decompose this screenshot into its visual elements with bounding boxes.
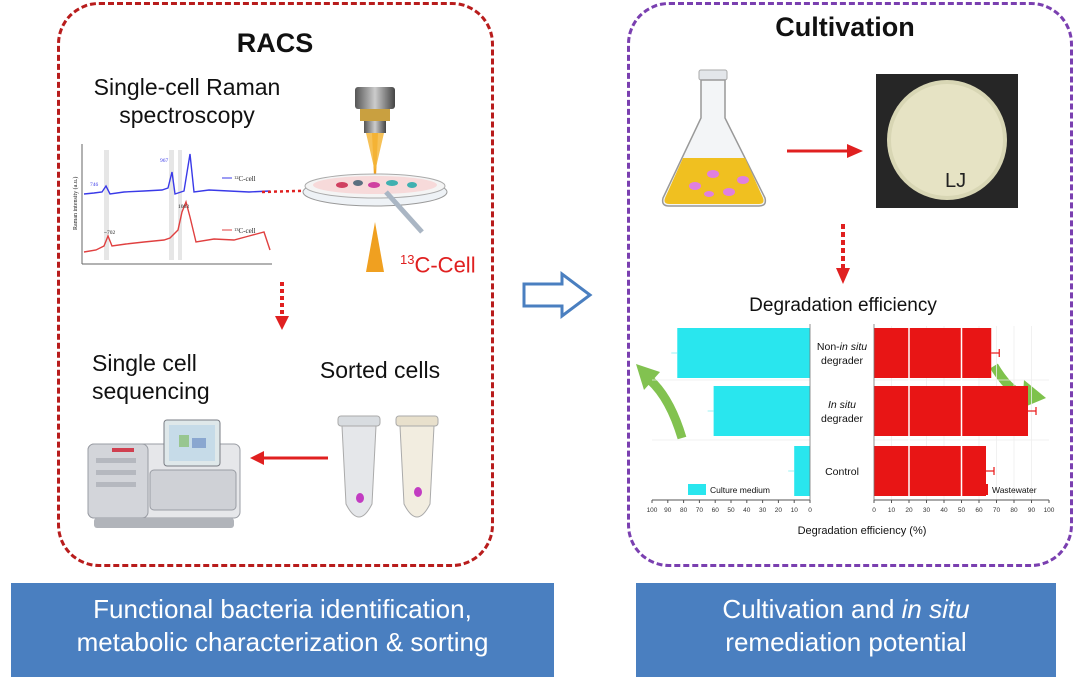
legend-label-culture-medium: Culture medium	[710, 485, 770, 495]
flask-to-plate-arrow	[787, 144, 863, 158]
bar-culture-medium	[713, 386, 810, 436]
tick-label: 50	[727, 507, 735, 514]
left-down-arrow	[275, 282, 289, 330]
sequencing-line1: Single cell	[92, 350, 197, 376]
racs-panel	[57, 2, 494, 567]
legend-label-wastewater: Wastewater	[992, 485, 1037, 495]
tick-label: 70	[993, 507, 1001, 514]
footer-right-line1-b: in situ	[901, 594, 970, 624]
legend-swatch-culture-medium	[688, 484, 706, 495]
tick-label: 100	[647, 507, 658, 514]
tick-label: 30	[923, 507, 931, 514]
spectrum-ylabel: Raman intensity (a.u.)	[72, 177, 79, 230]
sorted-cells-label: Sorted cells	[319, 357, 441, 383]
tick-label: 10	[888, 507, 896, 514]
cultivation-title: Cultivation	[775, 12, 915, 42]
tick-label: 0	[872, 507, 876, 514]
legend-12c-sup: 12	[234, 175, 239, 180]
tick-label: 80	[1010, 507, 1018, 514]
tick-label: 60	[712, 507, 720, 514]
tick-label: 40	[743, 507, 751, 514]
peak-bottom-1: ~702	[104, 230, 115, 236]
tick-label: 90	[1028, 507, 1036, 514]
13c-cell-text: C-Cell	[414, 252, 476, 278]
tick-label: 30	[759, 507, 767, 514]
plate-label: LJ	[945, 170, 967, 192]
bar-wastewater	[874, 328, 992, 378]
raman-label: Single-cell Raman spectroscopy	[62, 74, 312, 129]
tick-label: 70	[696, 507, 704, 514]
racs-title: RACS	[236, 28, 314, 58]
chart-xlabel: Degradation efficiency (%)	[798, 525, 927, 537]
legend-13c-sup: 13	[234, 227, 239, 232]
footer-cultivation: Cultivation and in situ remediation pote…	[636, 583, 1056, 677]
legend-13c-text: C-cell	[239, 227, 256, 235]
tick-label: 90	[664, 507, 672, 514]
right-down-arrow	[836, 224, 850, 284]
legend-12c-text: C-cell	[239, 175, 256, 183]
raman-label-line2: spectroscopy	[119, 101, 255, 128]
cultivation-panel	[627, 2, 1073, 567]
raman-microscope-icon	[302, 87, 448, 272]
flask-icon	[661, 69, 767, 207]
category-label-pre: Control	[825, 466, 859, 478]
green-arrow-left-icon	[636, 364, 687, 440]
bar-wastewater	[874, 446, 986, 496]
sorted-tubes-icon	[337, 415, 439, 518]
category-label-line2: degrader	[821, 413, 864, 425]
tick-label: 20	[775, 507, 783, 514]
tick-label: 80	[680, 507, 688, 514]
process-arrow	[522, 271, 593, 319]
sequencer-icon	[87, 419, 241, 528]
category-label: Control	[825, 466, 859, 478]
raman-spectrum: Raman intensity (a.u.) 746 967 ~702 1003…	[72, 144, 272, 265]
tick-label: 60	[975, 507, 983, 514]
tick-label: 0	[808, 507, 812, 514]
category-label-italic: In situ	[828, 399, 856, 411]
raman-label-line1: Single-cell Raman	[93, 74, 281, 100]
13c-cell-label: 13C-Cell	[400, 252, 476, 278]
legend-swatch-wastewater	[970, 484, 988, 495]
category-label-italic: in situ	[840, 341, 868, 353]
tick-label: 40	[940, 507, 948, 514]
13c-cell-sup: 13	[400, 252, 415, 267]
sorted-to-sequencing-arrow	[250, 451, 328, 465]
sequencing-label: Single cell sequencing	[92, 350, 252, 405]
lj-plate-icon	[876, 74, 1018, 208]
category-label: Non-in situ	[817, 341, 867, 353]
tick-label: 100	[1044, 507, 1055, 514]
tick-label: 10	[791, 507, 799, 514]
peak-top-2: 967	[160, 158, 169, 164]
peak-top-1: 746	[90, 182, 99, 188]
footer-left-line2: metabolic characterization & sorting	[76, 627, 489, 658]
footer-right-line1-a: Cultivation and	[722, 594, 902, 624]
tick-label: 50	[958, 507, 966, 514]
chart-title: Degradation efficiency	[749, 295, 937, 316]
bar-culture-medium	[677, 328, 810, 378]
footer-left-line1: Functional bacteria identification,	[93, 594, 472, 624]
bar-culture-medium	[794, 446, 810, 496]
category-label-pre: Non-	[817, 341, 840, 353]
footer-right-line1: Cultivation and in situ	[636, 593, 1056, 626]
footer-right-line2: remediation potential	[725, 627, 967, 658]
tick-label: 20	[905, 507, 913, 514]
category-label: In situ	[828, 399, 856, 411]
category-label-line2: degrader	[821, 355, 864, 367]
footer-racs: Functional bacteria identification, meta…	[11, 583, 554, 677]
sequencing-line2: sequencing	[92, 377, 210, 404]
legend-13c: 13C-cell	[234, 227, 256, 235]
legend-12c: 12C-cell	[234, 175, 256, 183]
bar-wastewater	[874, 386, 1028, 436]
peak-bottom-2: 1003	[178, 204, 189, 210]
